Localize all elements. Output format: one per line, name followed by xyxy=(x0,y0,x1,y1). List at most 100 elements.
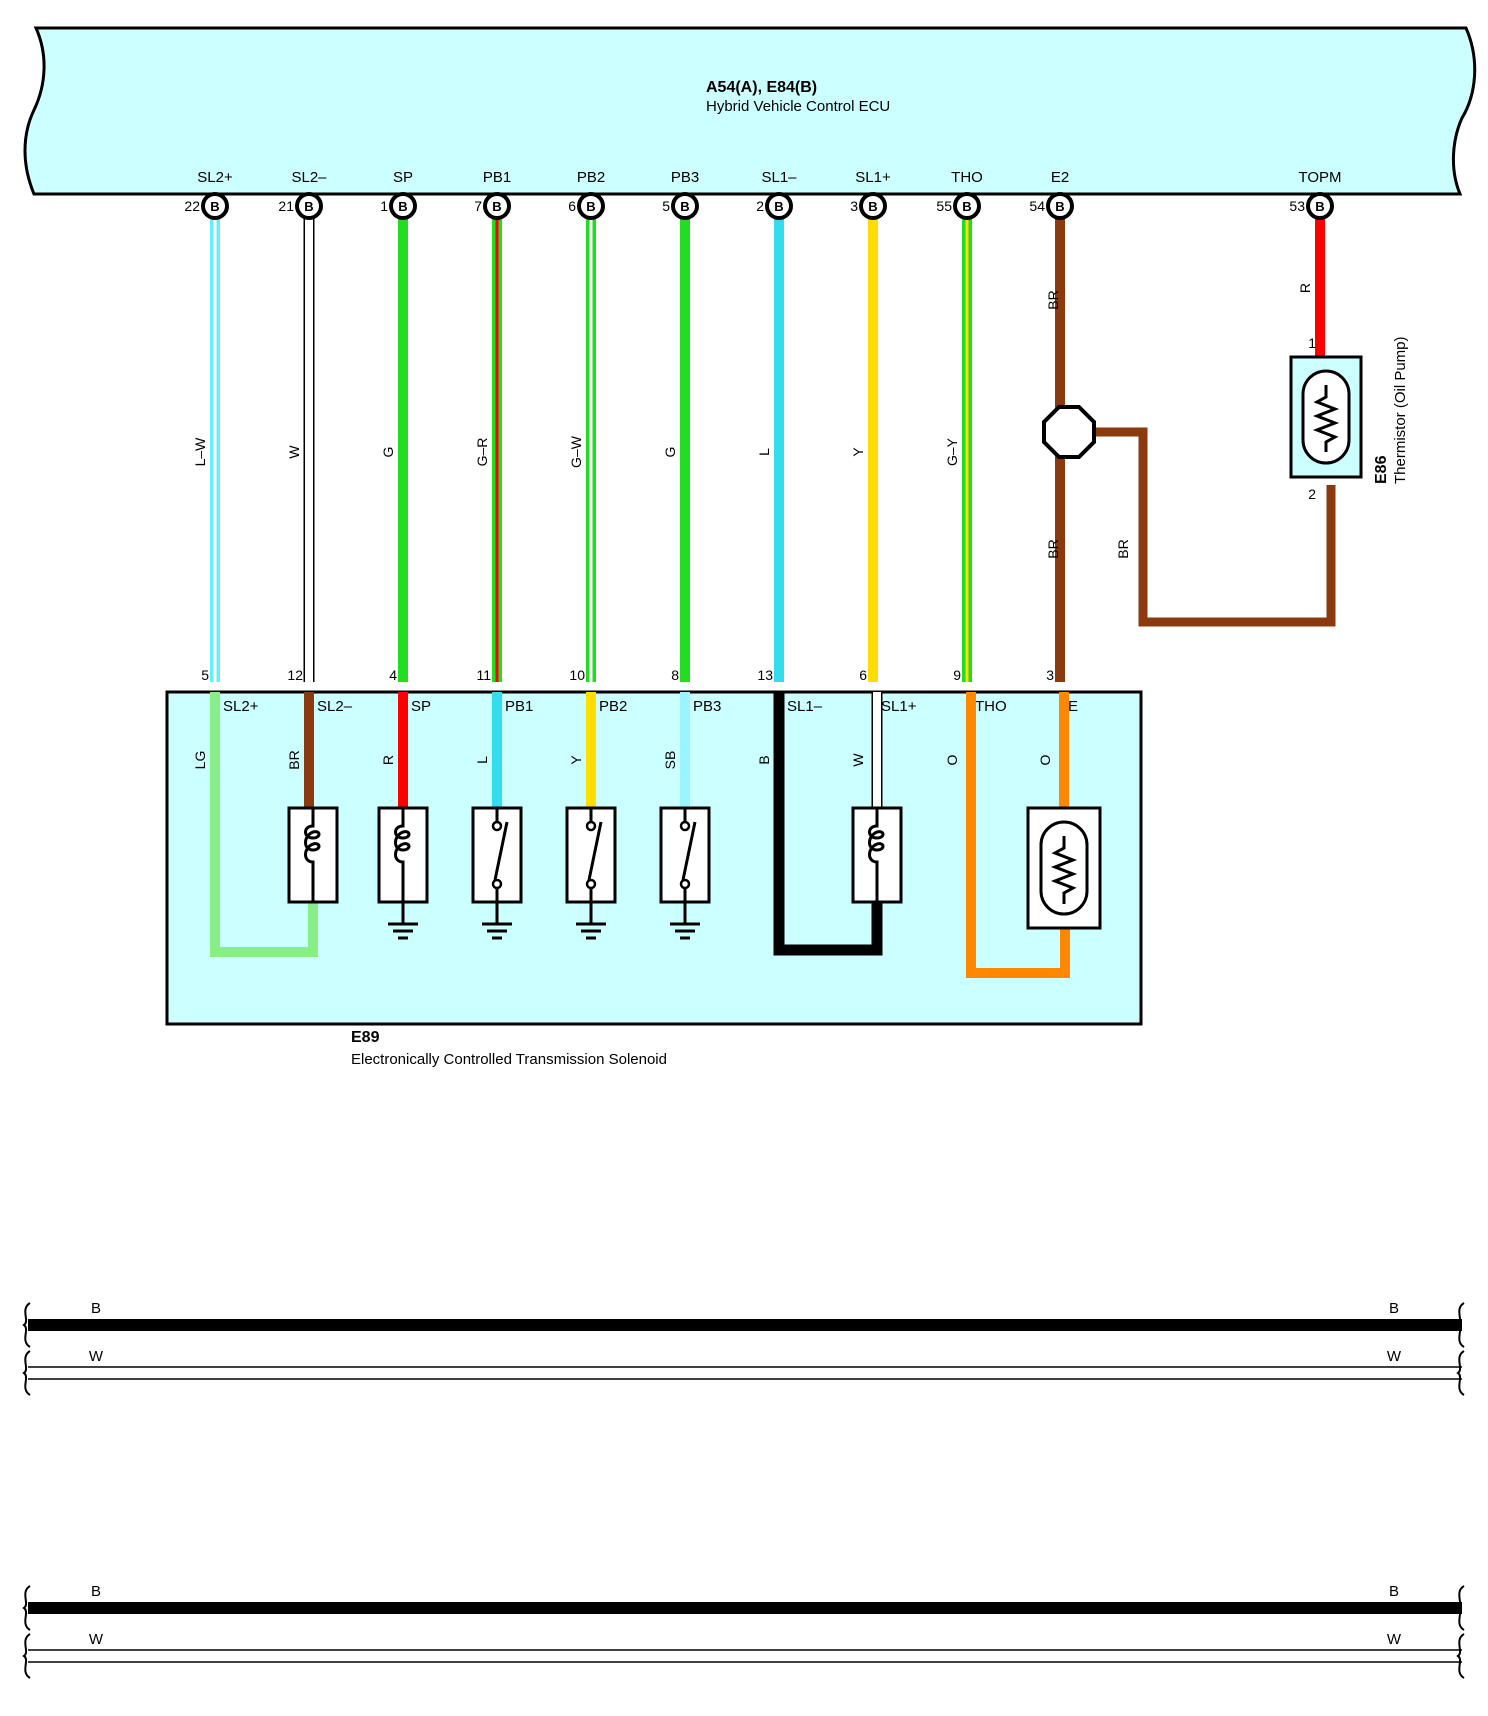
ecu-pin-sp-number: 1 xyxy=(380,198,388,214)
solenoid-pin-tho-label: THO xyxy=(975,698,1007,715)
solenoid-name: Electronically Controlled Transmission S… xyxy=(351,1051,667,1068)
ecu-wire-code-pb1: G–R xyxy=(474,438,490,467)
ecu-pin-pb2-label: PB2 xyxy=(577,169,605,186)
ecu-pin-tho-label: THO xyxy=(951,169,983,186)
bus-1-line-w-code-right: W xyxy=(1387,1348,1402,1365)
thermistor-e89-element xyxy=(1039,820,1089,916)
ecu-pin-pb2-terminal xyxy=(577,192,605,220)
bus-1-line-b-code-right: B xyxy=(1389,1300,1399,1317)
e2-wire-code-lower: BR xyxy=(1045,539,1061,558)
ecu-pin-pb1-connector: B xyxy=(492,199,501,214)
solenoid-wire-code-pb3: SB xyxy=(662,751,678,770)
bus-2-line-b-brace-left xyxy=(22,1585,31,1631)
solenoid-pin-sp-number: 4 xyxy=(389,667,397,683)
bus-1-line-w-code-left: W xyxy=(89,1348,104,1365)
ecu-pin-tho-number: 55 xyxy=(936,198,952,214)
ecu-wire-code-sp: G xyxy=(380,447,396,458)
splice-icon xyxy=(1042,405,1096,459)
ecu-pin-sp-label: SP xyxy=(393,169,413,186)
bus-2-line-b-brace-right xyxy=(1456,1585,1465,1631)
ecu-outline xyxy=(23,26,1477,196)
solenoid-components xyxy=(287,806,1102,940)
ecu-pin-e2-label: E2 xyxy=(1051,169,1069,186)
ecu-wire-code-sl1-minus: L xyxy=(756,448,772,456)
ecu-wire-code-sl2-minus: W xyxy=(286,445,302,459)
solenoid-wire-code-sp: R xyxy=(380,755,396,765)
solenoid-wire-code-pb2: Y xyxy=(568,755,584,765)
solenoid-wire-code-sl2-plus: LG xyxy=(192,751,208,770)
solenoid-sp-coil-icon xyxy=(394,808,411,902)
ecu-pin-topm-number: 53 xyxy=(1289,198,1305,214)
solenoid-wire-code-sl1-plus: W xyxy=(850,753,866,767)
ecu-pin-tho-connector: B xyxy=(962,199,971,214)
ecu-pin-sl2-plus-connector: B xyxy=(210,199,219,214)
switch-pb2-contact-bottom xyxy=(585,878,597,890)
ecu-pin-sl1-minus-label: SL1– xyxy=(761,169,797,186)
ecu-pin-topm-connector: B xyxy=(1315,199,1324,214)
switch-pb1-switch-icon xyxy=(493,821,509,881)
ecu-pin-sp-terminal xyxy=(389,192,417,220)
ecu-pin-e2-terminal xyxy=(1046,192,1074,220)
solenoid-pin-sp-label: SP xyxy=(411,698,431,715)
ecu-pin-topm-terminal xyxy=(1306,192,1334,220)
ecu-pins: B22SL2+B21SL2–B1SPB7PB1B6PB2B5PB3B2SL1–B… xyxy=(184,169,1342,220)
bus-1-line-b-code-left: B xyxy=(91,1300,101,1317)
bus-2-line-w-code-right: W xyxy=(1387,1631,1402,1648)
e2-branch: BR BR BR xyxy=(1042,290,1336,627)
ecu-pin-sl1-minus-terminal xyxy=(765,192,793,220)
switch-pb2-switch-icon xyxy=(587,821,603,881)
ecu-pin-sl1-plus-number: 3 xyxy=(850,198,858,214)
ecu-pin-pb3-number: 5 xyxy=(662,198,670,214)
ecu-block: A54(A), E84(B) Hybrid Vehicle Control EC… xyxy=(23,26,1477,196)
solenoid-wires: 5SL2+LG12SL2–BR4SPR11PB1L10PB2Y8PB3SB13S… xyxy=(192,667,1078,978)
ecu-name: Hybrid Vehicle Control ECU xyxy=(706,98,890,115)
solenoid-pin-pb2-number: 10 xyxy=(569,667,585,683)
solenoid-pin-e-number: 3 xyxy=(1046,667,1054,683)
ecu-code: A54(A), E84(B) xyxy=(706,79,817,96)
bus-2-line-w-code-left: W xyxy=(89,1631,104,1648)
bus-1-line-w-brace-right xyxy=(1456,1350,1465,1396)
solenoid-wire-code-sl1-minus: B xyxy=(756,755,772,764)
ecu-pin-pb3-terminal xyxy=(671,192,699,220)
solenoid-pin-sl1-plus-label: SL1+ xyxy=(881,698,917,715)
ecu-pin-sl2-minus-label: SL2– xyxy=(291,169,327,186)
ecu-pin-sl1-plus-connector: B xyxy=(868,199,877,214)
resistor-icon-e89 xyxy=(1050,836,1078,904)
ecu-wire-code-sl2-plus: L–W xyxy=(192,437,208,467)
e2-wire-code-upper: BR xyxy=(1045,290,1061,309)
switch-pb1-contact-bottom xyxy=(491,878,503,890)
solenoid-pin-pb1-number: 11 xyxy=(476,667,491,683)
solenoid-pin-sl1-minus-label: SL1– xyxy=(787,698,823,715)
solenoid-pin-sl2-minus-number: 12 xyxy=(287,667,303,683)
ecu-wire-code-sl1-plus: Y xyxy=(850,447,866,457)
solenoid-wire-code-tho: O xyxy=(944,754,960,765)
solenoid-code: E89 xyxy=(351,1029,380,1046)
solenoid-pin-sl1-minus-number: 13 xyxy=(757,667,773,683)
ecu-pin-sl1-minus-connector: B xyxy=(774,199,783,214)
thermistor-e86-code: E86 xyxy=(1373,455,1390,484)
thermistor-e86: 1 2 E86 Thermistor (Oil Pump) xyxy=(1289,335,1409,502)
ecu-pin-pb3-connector: B xyxy=(680,199,689,214)
ecu-pin-sl2-minus-terminal xyxy=(295,192,323,220)
ecu-pin-sp-connector: B xyxy=(398,199,407,214)
ecu-pin-sl1-plus-label: SL1+ xyxy=(855,169,891,186)
solenoid-pin-sl2-minus-label: SL2– xyxy=(317,698,353,715)
solenoid-pin-pb1-label: PB1 xyxy=(505,698,533,715)
ecu-pin-e2-connector: B xyxy=(1055,199,1064,214)
ecu-pin-tho-terminal xyxy=(953,192,981,220)
bus-2-line-b-code-right: B xyxy=(1389,1583,1399,1600)
ecu-pin-pb1-label: PB1 xyxy=(483,169,511,186)
ecu-pin-sl2-minus-number: 21 xyxy=(278,198,294,214)
thermistor-e86-name: Thermistor (Oil Pump) xyxy=(1392,336,1409,484)
solenoid-wire-sl1-minus xyxy=(773,692,883,956)
ecu-pin-e2-number: 54 xyxy=(1029,198,1045,214)
thermistor-e86-element xyxy=(1301,369,1351,465)
ecu-pin-sl2-plus-number: 22 xyxy=(184,198,200,214)
solenoid-pin-sl2-plus-label: SL2+ xyxy=(223,698,259,715)
bus-1-line-b-brace-left xyxy=(22,1302,31,1348)
ecu-pin-sl2-minus-connector: B xyxy=(304,199,313,214)
switch-pb1-contact-top xyxy=(491,820,503,832)
